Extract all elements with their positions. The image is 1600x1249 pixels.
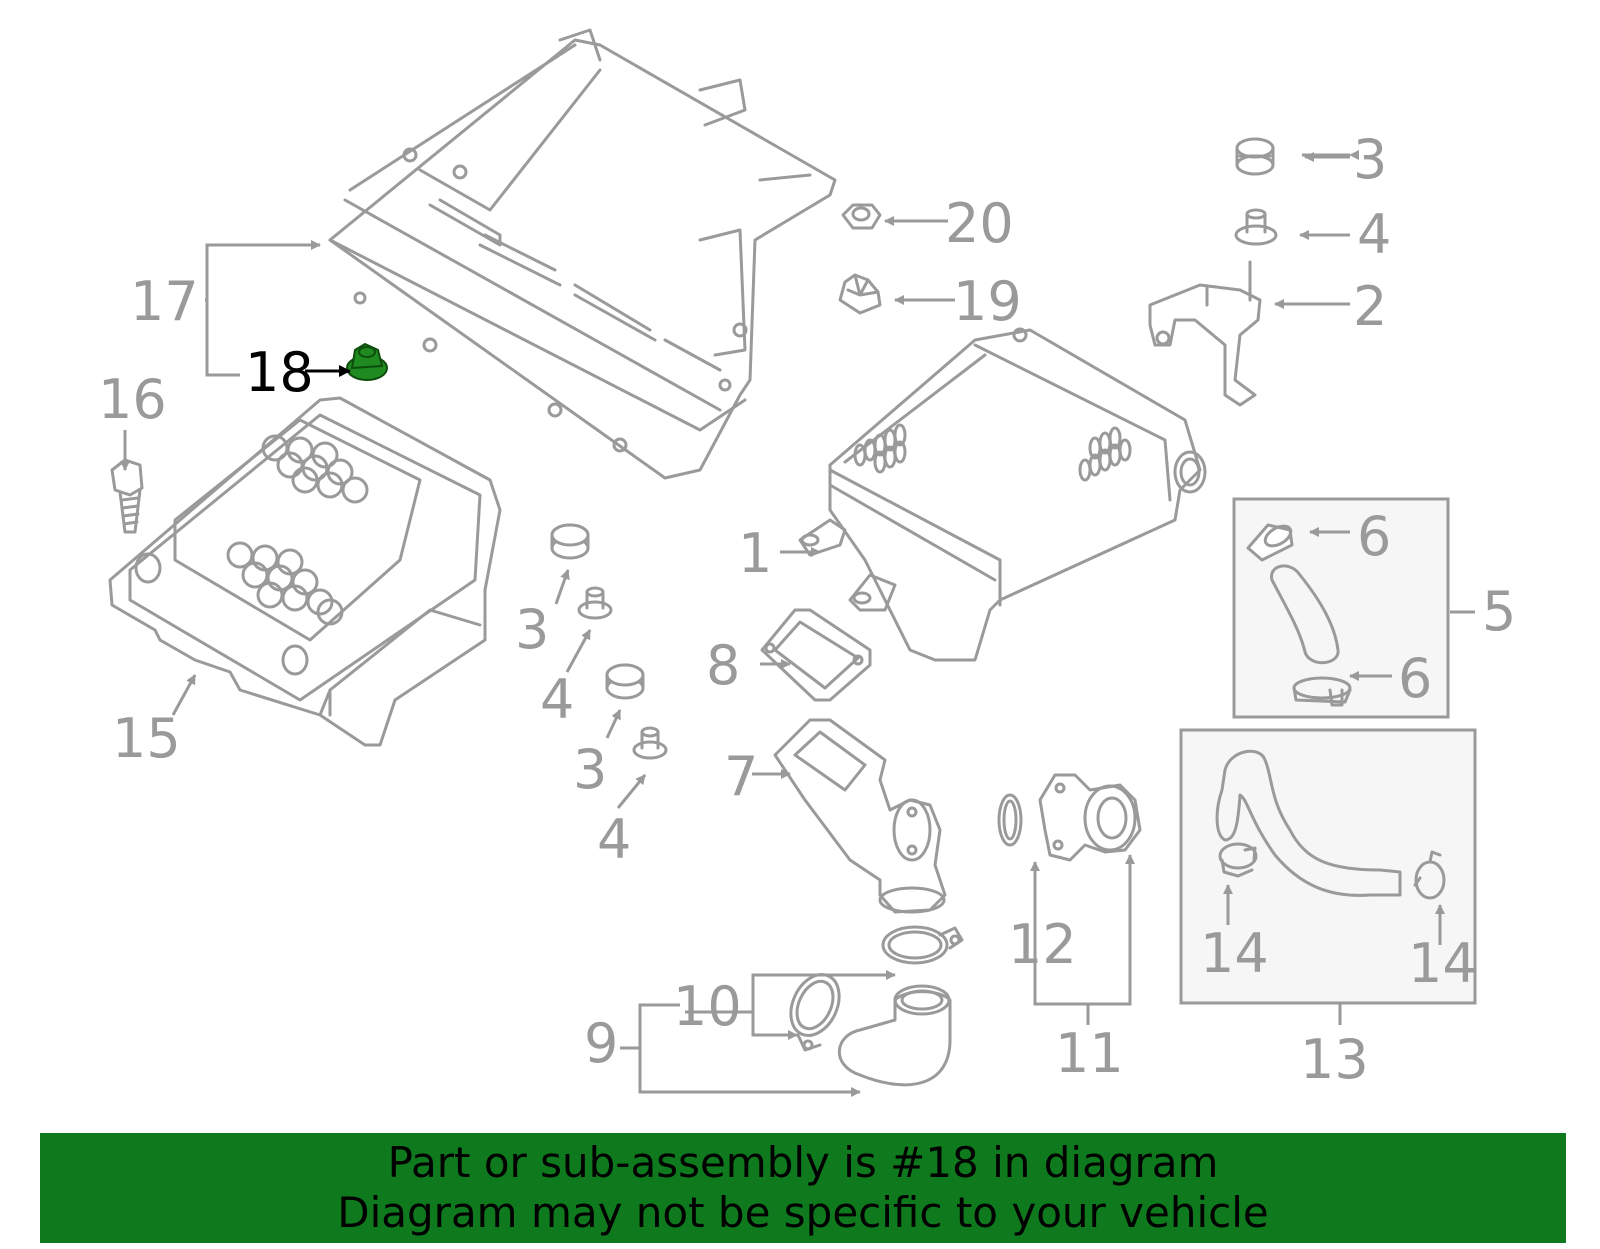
clamp-part-upper	[881, 925, 964, 965]
callout-19: 19	[953, 270, 1022, 333]
callout-20: 20	[945, 192, 1014, 255]
grommet-part-b	[605, 663, 645, 700]
core-fins-left	[853, 423, 907, 474]
banner-line-1: Part or sub-assembly is #18 in diagram	[387, 1138, 1219, 1187]
callout-17: 17	[130, 270, 199, 333]
hose-kit-parts	[1246, 523, 1352, 707]
bolt-part	[110, 458, 144, 534]
callout-6-lower: 6	[1398, 647, 1432, 710]
callout-13: 13	[1300, 1028, 1369, 1091]
callout-4-mid-a: 4	[540, 668, 574, 731]
callout-7: 7	[724, 745, 758, 808]
callout-12: 12	[1008, 913, 1077, 976]
callout-8: 8	[706, 634, 740, 697]
outlet-pipe-part	[773, 718, 947, 914]
callout-9: 9	[584, 1012, 618, 1075]
bolt-part-a	[577, 586, 613, 620]
callout-3-mid-b: 3	[573, 738, 607, 801]
bolt-part-top	[1234, 208, 1278, 246]
grommet-part-a	[550, 523, 590, 560]
callout-11: 11	[1055, 1022, 1124, 1085]
callout-4-top: 4	[1357, 203, 1391, 266]
nut-part	[841, 203, 882, 230]
callout-6-upper: 6	[1357, 505, 1391, 568]
info-banner: Part or sub-assembly is #18 in diagram D…	[40, 1133, 1566, 1243]
callout-3-top: 3	[1353, 128, 1387, 191]
banner-line-2: Diagram may not be specific to your vehi…	[337, 1188, 1269, 1237]
callout-10: 10	[673, 975, 742, 1038]
oring-part	[997, 793, 1023, 847]
core-fins-right	[1078, 426, 1132, 482]
shroud-part	[328, 28, 837, 480]
vent-holes	[226, 434, 369, 626]
callout-3-mid-a: 3	[515, 598, 549, 661]
callout-18: 18	[245, 341, 314, 404]
callout-5: 5	[1482, 580, 1516, 643]
hose-part	[837, 984, 952, 1087]
clip-part	[838, 273, 882, 315]
callout-16: 16	[98, 368, 167, 431]
callout-4-mid-b: 4	[597, 808, 631, 871]
callout-2: 2	[1353, 275, 1387, 338]
hose-assembly-parts	[1215, 749, 1446, 900]
grommet-highlight-part	[346, 342, 388, 381]
clamp-part-lower	[789, 973, 841, 1052]
callout-15: 15	[112, 707, 181, 770]
callout-1: 1	[738, 522, 772, 585]
grommet-part-top	[1235, 137, 1275, 176]
bolt-part-b	[632, 726, 668, 760]
callout-14-right: 14	[1408, 932, 1477, 995]
outlet-housing-part	[1038, 773, 1142, 862]
leader-lines	[120, 150, 1475, 1097]
gasket-part	[760, 608, 872, 702]
callout-14-left: 14	[1200, 922, 1269, 985]
intercooler-part	[798, 327, 1207, 662]
callout-labels: 3 4 2 20 19 17 18 16 15 1 6 5 6 3 8 4 3 …	[98, 128, 1516, 1091]
bracket-part	[1148, 260, 1262, 407]
engine-cover-part	[108, 396, 502, 747]
